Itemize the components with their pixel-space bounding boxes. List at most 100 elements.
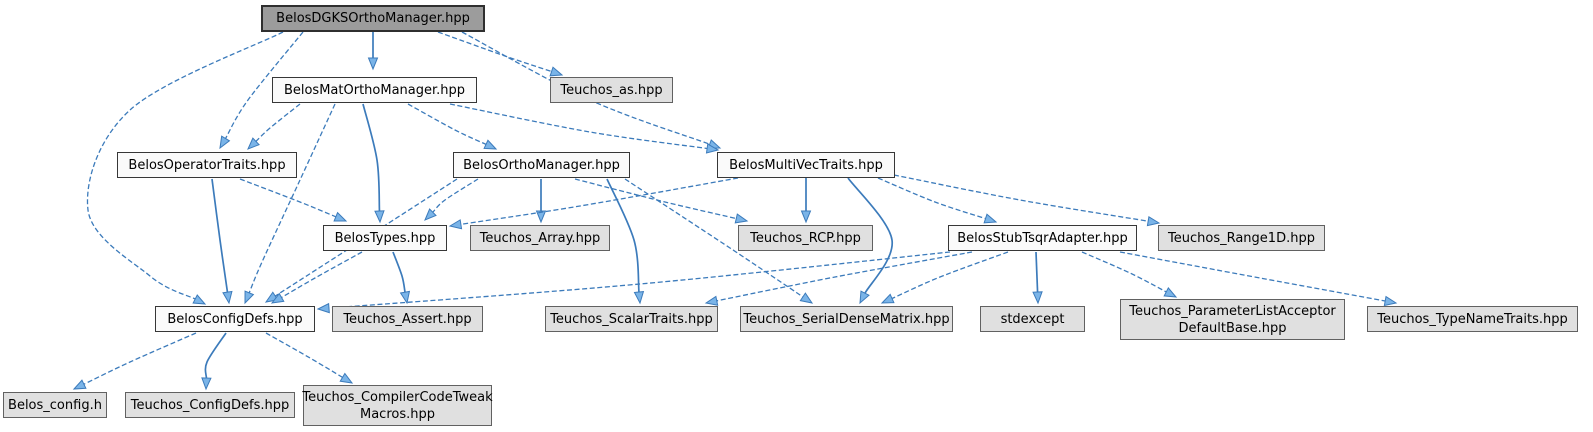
arrowhead-icon [367, 57, 379, 71]
graph-edge-stubtsqr-pladb [1081, 251, 1167, 293]
arrowhead-icon [448, 219, 463, 230]
arrowhead-icon [859, 290, 870, 305]
graph-node-label: BelosOrthoManager.hpp [463, 157, 620, 173]
graph-edge-orthomanager-rcp [574, 178, 737, 220]
graph-node-stdexcept: stdexcept [980, 306, 1085, 332]
arrowhead-icon [247, 137, 260, 150]
graph-node-stubtsqr[interactable]: BelosStubTsqrAdapter.hpp [948, 225, 1137, 251]
graph-edge-mvt-stubtsqr [877, 177, 986, 220]
arrowhead-icon [535, 210, 547, 224]
graph-node-label: Teuchos_RCP.hpp [750, 230, 861, 246]
graph-edge-mvt-sdm [847, 177, 893, 294]
graph-node-dgks: BelosDGKSOrthoManager.hpp [261, 5, 485, 32]
graph-edge-orthomanager-scalartraits [606, 178, 640, 293]
graph-node-assert: Teuchos_Assert.hpp [332, 306, 483, 332]
arrowhead-icon [983, 213, 998, 224]
graph-edge-stubtsqr-configdefs [328, 251, 951, 309]
graph-edge-dgks-optraits [224, 31, 304, 139]
graph-node-optraits[interactable]: BelosOperatorTraits.hpp [117, 152, 297, 178]
graph-edge-stubtsqr-stdexcept [1035, 251, 1039, 293]
graph-node-label: BelosDGKSOrthoManager.hpp [276, 11, 470, 26]
graph-node-label: stdexcept [1000, 311, 1065, 327]
graph-node-label: Teuchos_Assert.hpp [343, 311, 472, 327]
graph-edge-types-assert [392, 251, 406, 293]
graph-edge-types-configdefs [281, 251, 363, 299]
graph-node-label: BelosMatOrthoManager.hpp [283, 82, 466, 98]
arrowhead-icon [734, 213, 749, 224]
graph-edge-matortho-mvt [449, 103, 708, 150]
graph-node-scalartraits: Teuchos_ScalarTraits.hpp [545, 306, 718, 332]
arrowhead-icon [1163, 287, 1178, 298]
arrowhead-icon [549, 66, 564, 77]
graph-edge-configdefs-belos_config [83, 332, 197, 385]
graph-node-rcp: Teuchos_RCP.hpp [738, 225, 873, 251]
arrowhead-icon [800, 210, 812, 224]
graph-edge-matortho-optraits [255, 103, 301, 142]
graph-node-label: DefaultBase.hpp [1178, 320, 1287, 336]
arrowhead-icon [316, 302, 330, 314]
graph-edge-configdefs-tconfigdefs [204, 332, 227, 379]
graph-edge-mvt-range1d [893, 174, 1149, 222]
arrowhead-icon [1383, 295, 1398, 307]
arrowhead-icon [1032, 291, 1043, 305]
graph-edge-matortho-configdefs [248, 103, 336, 294]
arrowhead-icon [270, 292, 285, 304]
graph-node-belos_config: Belos_config.h [3, 392, 107, 418]
graph-edge-dgks-teuchos_as [437, 31, 552, 73]
graph-node-label: Teuchos_ScalarTraits.hpp [550, 311, 713, 327]
arrowhead-icon [219, 135, 231, 150]
arrowhead-icon [704, 295, 719, 306]
arrowhead-icon [374, 210, 385, 224]
arrowhead-icon [424, 208, 437, 221]
graph-node-label: Teuchos_TypeNameTraits.hpp [1377, 311, 1568, 327]
graph-node-label: Macros.hpp [360, 406, 435, 422]
graph-edge-matortho-orthomanager [407, 103, 487, 145]
arrowhead-icon [1146, 215, 1161, 227]
graph-node-orthomanager[interactable]: BelosOrthoManager.hpp [453, 152, 630, 178]
graph-node-label: Teuchos_SerialDenseMatrix.hpp [743, 311, 950, 327]
graph-edge-dgks-configdefs [86, 31, 284, 300]
graph-edge-stubtsqr-sdm [891, 251, 1009, 300]
arrowhead-icon [633, 291, 645, 305]
graph-node-label: Teuchos_Range1D.hpp [1168, 230, 1315, 246]
graph-edge-mvt-types [460, 177, 739, 225]
graph-node-label: BelosStubTsqrAdapter.hpp [957, 230, 1128, 246]
graph-edge-configdefs-cctm [265, 332, 343, 378]
graph-edge-optraits-configdefs [211, 178, 229, 293]
arrowhead-icon [72, 379, 87, 390]
graph-node-tconfigdefs: Teuchos_ConfigDefs.hpp [125, 392, 295, 418]
graph-node-label: BelosMultiVecTraits.hpp [729, 157, 883, 173]
graph-edge-orthomanager-types [432, 178, 479, 213]
arrowhead-icon [222, 290, 233, 305]
graph-edge-stubtsqr-tnt [1119, 251, 1386, 302]
graph-node-matortho[interactable]: BelosMatOrthoManager.hpp [272, 77, 477, 103]
graph-node-tnt: Teuchos_TypeNameTraits.hpp [1367, 306, 1578, 332]
graph-node-sdm: Teuchos_SerialDenseMatrix.hpp [740, 306, 953, 332]
graph-node-label: BelosOperatorTraits.hpp [128, 157, 286, 173]
graph-node-label: BelosTypes.hpp [334, 230, 436, 246]
graph-node-mvt[interactable]: BelosMultiVecTraits.hpp [717, 152, 895, 178]
arrowhead-icon [399, 290, 411, 305]
graph-edge-stubtsqr-scalartraits [716, 251, 973, 302]
graph-node-label: Teuchos_CompilerCodeTweak [302, 389, 493, 405]
graph-node-label: Teuchos_ParameterListAcceptor [1129, 303, 1336, 319]
graph-node-configdefs[interactable]: BelosConfigDefs.hpp [155, 306, 315, 332]
arrowhead-icon [192, 294, 207, 305]
graph-node-teuchos_as: Teuchos_as.hpp [550, 77, 673, 103]
graph-node-label: Teuchos_as.hpp [560, 82, 663, 98]
graph-node-array: Teuchos_Array.hpp [470, 225, 610, 251]
arrowhead-icon [483, 139, 498, 150]
graph-node-types[interactable]: BelosTypes.hpp [323, 225, 447, 251]
graph-node-label: Teuchos_Array.hpp [479, 230, 601, 246]
graph-node-label: Teuchos_ConfigDefs.hpp [130, 397, 290, 413]
arrowhead-icon [333, 211, 348, 222]
graph-node-label: Belos_config.h [8, 397, 102, 413]
arrowhead-icon [799, 292, 814, 304]
arrowhead-icon [880, 293, 895, 304]
arrowhead-icon [244, 290, 255, 305]
graph-node-range1d: Teuchos_Range1D.hpp [1158, 225, 1325, 251]
